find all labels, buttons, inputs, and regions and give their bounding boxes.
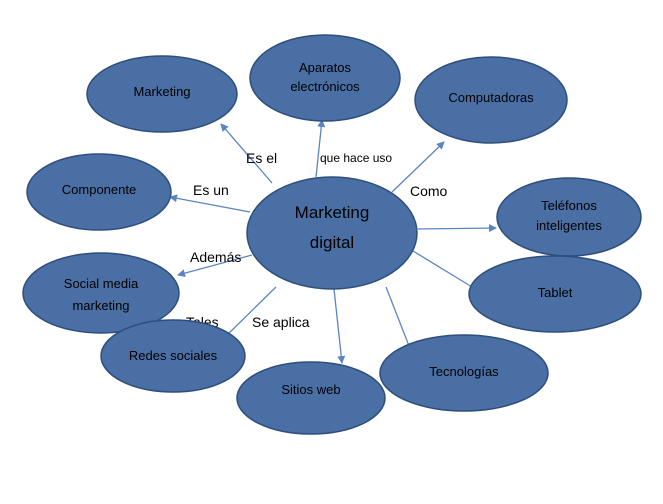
node-marketing-label: Marketing [133, 84, 190, 99]
node-computadoras: Computadoras [414, 56, 568, 144]
node-social-label-2: marketing [72, 298, 129, 313]
node-social-label-1: Social media [64, 276, 139, 291]
node-marketing-digital: Marketing digital [246, 176, 418, 290]
node-marketing: Marketing [86, 55, 238, 133]
node-aparatos-label-1: Aparatos [299, 60, 352, 75]
center-label-2: digital [310, 233, 354, 252]
edge-label-como: Como [410, 183, 448, 199]
node-aparatos-electronicos: Aparatos electrónicos [249, 34, 401, 122]
center-label-1: Marketing [295, 203, 370, 222]
edge-to-redes [221, 286, 277, 341]
node-tablet: Tablet [468, 255, 642, 333]
node-sitios-web: Sitios web [236, 361, 386, 435]
node-componente-label: Componente [62, 182, 136, 197]
edge-label-que-hace-uso: que hace uso [320, 151, 392, 165]
node-telefonos-label-1: Teléfonos [541, 198, 597, 213]
node-telefonos-inteligentes: Teléfonos inteligentes [496, 177, 642, 257]
edge-to-tablet [412, 250, 478, 291]
node-aparatos-label-2: electrónicos [290, 79, 360, 94]
edge-label-es-el: Es el [246, 150, 277, 166]
node-computadoras-label: Computadoras [448, 90, 534, 105]
edge-to-sitios [333, 288, 346, 364]
node-tablet-label: Tablet [538, 285, 573, 300]
node-telefonos-label-2: inteligentes [536, 218, 602, 233]
edge-labels: Es el que hace uso Como Es un Además Tal… [186, 150, 448, 330]
edge-to-telefonos [417, 224, 497, 233]
node-redes-label: Redes sociales [129, 348, 218, 363]
node-sitios-label: Sitios web [281, 382, 340, 397]
edge-to-marketing [220, 123, 273, 184]
node-componente: Componente [26, 153, 172, 231]
node-tecnologias: Tecnologías [379, 334, 549, 412]
edge-to-computadoras [391, 141, 445, 193]
edge-to-aparatos [315, 119, 326, 178]
edges [169, 119, 497, 364]
edge-to-social [177, 254, 253, 278]
edge-label-ademas: Además [190, 249, 241, 265]
node-tecnologias-label: Tecnologías [429, 364, 499, 379]
node-social-media-marketing: Social media marketing [22, 252, 180, 334]
edge-label-es-un: Es un [193, 182, 229, 198]
edge-to-tecnologias [385, 286, 413, 352]
node-redes-sociales: Redes sociales [100, 319, 246, 393]
edge-label-se-aplica: Se aplica [252, 314, 310, 330]
edge-to-componente [169, 194, 251, 213]
